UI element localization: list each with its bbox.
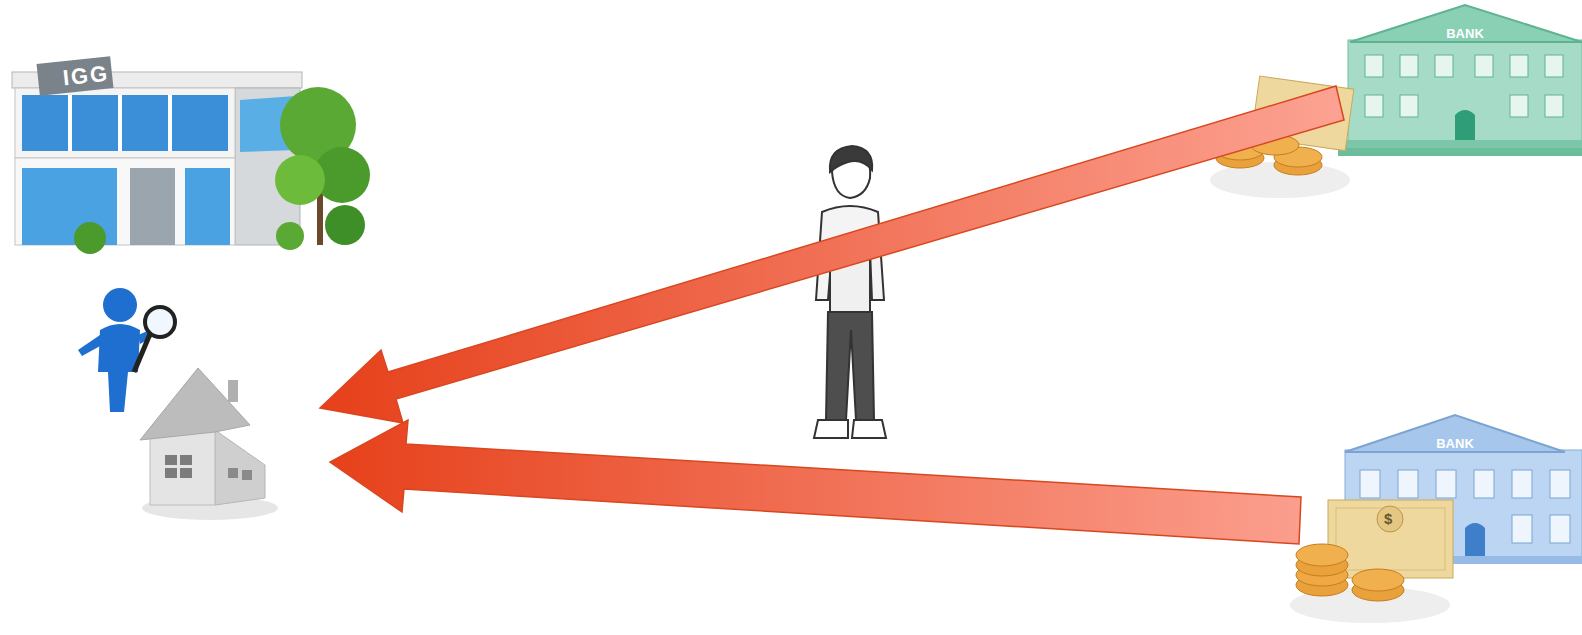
- lower-floor: [15, 158, 235, 245]
- window-pane: [228, 468, 238, 478]
- bank-window: [1510, 55, 1528, 77]
- bush: [74, 222, 106, 254]
- currency-symbol: $: [1384, 510, 1392, 527]
- bank-pediment: [1345, 415, 1565, 452]
- coin: [1352, 569, 1404, 591]
- house: [140, 368, 278, 520]
- bush: [276, 222, 304, 250]
- lower-windows: [185, 168, 230, 245]
- bank-window: [1400, 95, 1418, 117]
- sign-text: IGG: [45, 59, 127, 93]
- upper-windows: [22, 95, 228, 151]
- chimney: [228, 380, 238, 402]
- bank-window: [1365, 95, 1383, 117]
- window-pane: [165, 468, 177, 478]
- bank-window: [1436, 470, 1456, 498]
- inspector-figure: [78, 288, 175, 412]
- banknote-seal: [1377, 506, 1403, 532]
- bank-pediment: [1350, 5, 1582, 42]
- bank-step: [1345, 140, 1582, 148]
- money-flow-arrow: [320, 86, 1344, 423]
- house-front: [150, 430, 215, 505]
- window-pane: [180, 455, 192, 465]
- bank-step: [1338, 148, 1582, 156]
- person-sketch: [814, 146, 886, 438]
- bank-window: [1512, 515, 1532, 543]
- bank-window: [1365, 55, 1383, 77]
- bank-node: BANK: [1340, 415, 1582, 565]
- bank-window: [1398, 470, 1418, 498]
- window-pane: [242, 470, 252, 480]
- person-hair: [830, 146, 872, 172]
- coin: [1296, 544, 1348, 566]
- bank-window: [1474, 470, 1494, 498]
- bank-window: [1512, 470, 1532, 498]
- bank-sign-text: BANK: [1435, 26, 1495, 41]
- entrance-door: [130, 168, 175, 245]
- person-shoe: [852, 420, 886, 438]
- bank-sign-text: BANK: [1425, 436, 1485, 451]
- bank-window: [1510, 95, 1528, 117]
- window-mullion: [168, 95, 172, 151]
- bank-window: [1550, 515, 1570, 543]
- bank-window: [1475, 55, 1493, 77]
- tree-crown: [325, 205, 365, 245]
- office-building: [12, 56, 370, 254]
- money-pile: [1290, 500, 1453, 623]
- inspector-arm: [78, 335, 102, 356]
- upper-floor: [15, 88, 235, 158]
- window-pane: [165, 455, 177, 465]
- window-mullion: [68, 95, 72, 151]
- window-pane: [180, 468, 192, 478]
- person-pants: [826, 312, 874, 420]
- magnifier-lens: [145, 307, 175, 337]
- office-building-node: IGG: [10, 5, 365, 245]
- bank-window: [1400, 55, 1418, 77]
- bank-window: [1545, 55, 1563, 77]
- bank-node: BANK: [1345, 5, 1582, 160]
- bank-building-green: [1338, 5, 1582, 156]
- bank-door: [1465, 523, 1485, 556]
- money-flow-arrow: [330, 420, 1301, 544]
- bank-window: [1545, 95, 1563, 117]
- window-mullion: [118, 95, 122, 151]
- inspector-head: [103, 288, 137, 322]
- bank-window: [1360, 470, 1380, 498]
- bank-door: [1455, 110, 1475, 140]
- tree-crown: [275, 155, 325, 205]
- house-side: [215, 430, 265, 505]
- bank-window: [1435, 55, 1453, 77]
- magnifier-handle: [134, 334, 150, 372]
- house-roof: [140, 368, 250, 440]
- bank-window: [1550, 470, 1570, 498]
- banknote-border: [1336, 508, 1445, 570]
- person-shoe: [814, 420, 848, 438]
- bank-body: [1348, 40, 1582, 142]
